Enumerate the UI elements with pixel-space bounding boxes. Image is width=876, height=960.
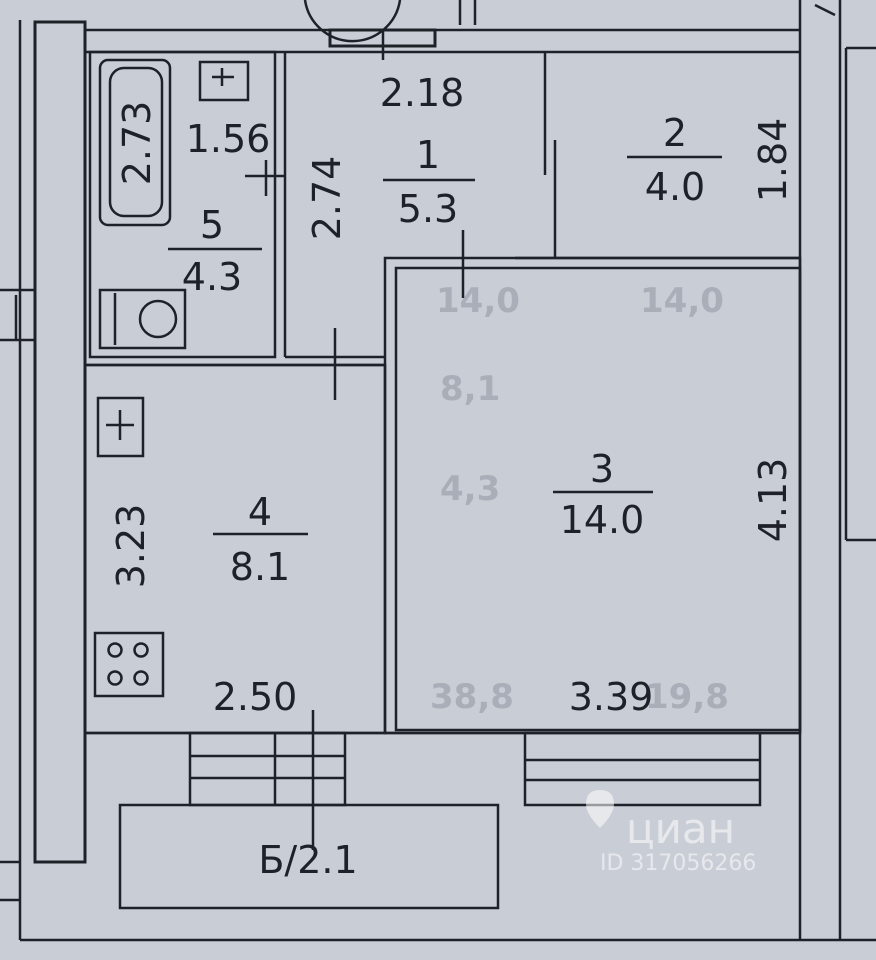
ghost-text: 8,1 (440, 369, 500, 409)
door-icon (303, 0, 402, 43)
stove-icon (93, 631, 165, 698)
room-2-area: 4.0 (645, 165, 705, 209)
room-3-area: 14.0 (560, 498, 645, 542)
room-4-number: 4 (248, 490, 272, 534)
toilet-icon (98, 288, 187, 350)
watermark: циан ID 317056266 (586, 790, 756, 876)
ghost-text: 14,0 (436, 281, 520, 321)
dim-2-18: 2.18 (380, 71, 465, 115)
balcony-outline (118, 803, 500, 910)
stove-burner (133, 670, 149, 686)
room-2-number: 2 (663, 111, 687, 155)
watermark-id: ID 317056266 (600, 851, 756, 876)
room-3-inner (394, 266, 802, 732)
room-5-area: 4.3 (182, 255, 242, 299)
dim-2-74: 2.74 (305, 156, 349, 241)
bathtub-icon (98, 58, 172, 227)
balcony-label: Б/2.1 (258, 838, 357, 882)
dim-4-13: 4.13 (751, 458, 795, 543)
dim-2-50: 2.50 (213, 675, 298, 719)
sink-icon (198, 60, 250, 102)
location-pin-icon (586, 790, 614, 828)
stove-burner (107, 642, 123, 658)
room-5-outline (88, 50, 277, 359)
dim-1-84: 1.84 (751, 118, 795, 203)
dim-1-56: 1.56 (186, 117, 271, 161)
toilet-bowl (138, 299, 178, 339)
stove-burner (133, 642, 149, 658)
watermark-brand: циан (626, 804, 735, 853)
ghost-text: 38,8 (430, 677, 514, 717)
dim-3-23: 3.23 (109, 504, 153, 589)
sink-icon (96, 396, 145, 458)
room-1-number: 1 (416, 133, 440, 177)
ghost-text: 19,8 (645, 677, 729, 717)
window-kitchen (188, 731, 347, 807)
ghost-text: 14,0 (640, 281, 724, 321)
room-4-area: 8.1 (230, 545, 290, 589)
room-3-number: 3 (590, 447, 614, 491)
room-5-number: 5 (200, 203, 224, 247)
room-1-area: 5.3 (398, 187, 458, 231)
door-jamb (814, 3, 836, 17)
dim-3-39: 3.39 (569, 675, 654, 719)
outer-wall-left (33, 20, 87, 864)
dim-2-73: 2.73 (115, 101, 159, 186)
bathtub-inner (108, 66, 164, 218)
stove-burner (107, 670, 123, 686)
window-room (523, 731, 762, 807)
ghost-text: 4,3 (440, 469, 500, 509)
